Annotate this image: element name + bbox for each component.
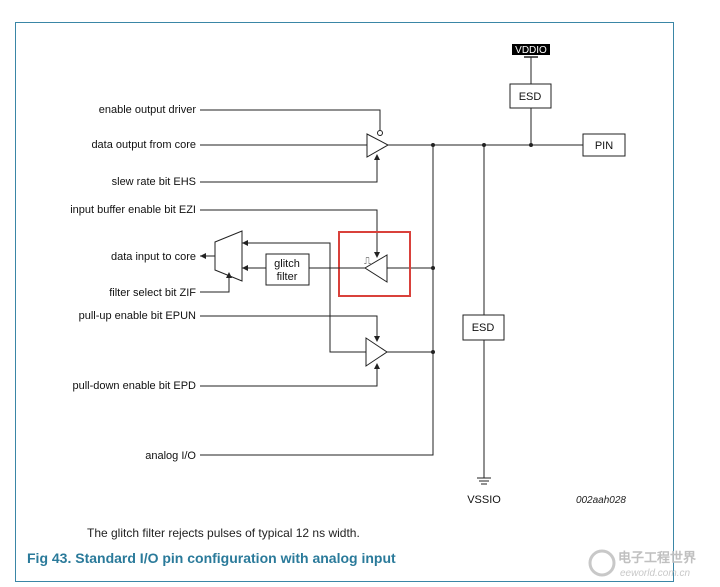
input-buffer [364,254,388,283]
mux-input-arrowhead [242,265,248,271]
figure-title: Fig 43. Standard I/O pin configuration w… [27,550,396,566]
mux-bypass-arrowhead [242,240,248,246]
vssio-label: VSSIO [467,494,501,506]
figure-frame [15,22,674,582]
label-slew-rate-bit: slew rate bit EHS [112,176,196,188]
glitch-filter-line1: glitch [274,258,300,270]
inverter-bubble [377,130,383,136]
output-driver-buffer [366,133,390,158]
wire-pull-down-enable [200,367,378,387]
filter-select-arrowhead [226,272,232,278]
pull-buffer [365,337,388,367]
wire-filter-select [200,276,230,293]
label-enable-output-driver: enable output driver [99,104,197,116]
wire-bus-analog [200,145,434,456]
esd-top-label: ESD [519,91,542,103]
wire-pull-up-enable [200,315,378,338]
esd-bottom-box [462,314,505,341]
label-data-input-to-core: data input to core [111,251,196,263]
figure-code: 002aah028 [576,495,626,506]
label-input-buffer-enable: input buffer enable bit EZI [70,204,196,216]
vddio-label: VDDIO [515,45,547,56]
glitch-filter-box [265,253,310,286]
schmitt-trigger-icon: ⎍ [364,256,371,267]
watermark-cn: 电子工程世界 [618,550,696,565]
esd-bottom-label: ESD [472,322,495,334]
label-filter-select: filter select bit ZIF [109,287,196,299]
input-enable-arrowhead [374,252,380,258]
input-mux [214,230,243,282]
junction-esd-top [529,143,533,147]
figure-caption: The glitch filter rejects pulses of typi… [87,526,360,540]
slew-arrowhead [374,154,380,160]
ground-icon [477,477,491,485]
watermark-en: eeworld.com.cn [620,568,690,579]
pull-up-arrowhead [374,336,380,342]
wire-bypass-to-mux [242,242,331,268]
label-analog-io: analog I/O [145,450,196,462]
highlight-box [338,231,411,297]
label-pull-up-enable: pull-up enable bit EPUN [79,310,196,322]
label-pull-down-enable: pull-down enable bit EPD [72,380,196,392]
wire-input-enable [200,209,378,254]
wire-slew-rate [200,158,378,183]
glitch-filter-line2: filter [277,271,298,283]
vddio-label-bg [512,44,550,55]
pin-box [582,133,626,157]
core-input-arrowhead [200,253,206,259]
watermark-logo: 电子工程世界 eeworld.com.cn [588,545,716,581]
pull-down-arrowhead [374,363,380,369]
label-data-output-from-core: data output from core [91,139,196,151]
wire-pull-feedback [329,268,366,353]
pin-label: PIN [595,140,613,152]
wire-enable-output [200,109,381,131]
